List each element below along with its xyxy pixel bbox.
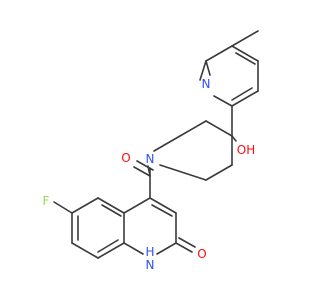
atom-labels: F O N OH N O H N xyxy=(43,77,256,272)
atom-label-hydroxyl: OH xyxy=(237,143,255,157)
molecule-diagram: F O N OH N O H N xyxy=(43,30,259,272)
bond xyxy=(97,239,119,253)
bond xyxy=(205,45,233,62)
atom-label-lactam-nh-hydrogen: H xyxy=(145,245,154,259)
bond xyxy=(231,135,237,142)
bond xyxy=(123,197,151,214)
bond xyxy=(151,204,173,217)
bond xyxy=(235,52,256,65)
atom-label-piperidine-nitrogen: N xyxy=(146,152,155,166)
bond xyxy=(71,197,99,214)
bond xyxy=(205,164,233,181)
bond xyxy=(199,60,207,81)
bond xyxy=(156,242,177,255)
bond xyxy=(231,90,259,107)
bond xyxy=(159,164,207,181)
bond xyxy=(178,237,196,248)
bond xyxy=(153,135,181,152)
bond xyxy=(149,197,177,214)
atom-label-lactam-nitrogen: N xyxy=(146,258,155,272)
bonds xyxy=(53,30,259,259)
bond xyxy=(205,120,233,137)
bond xyxy=(205,60,211,76)
bond xyxy=(179,120,207,137)
bond xyxy=(175,242,193,253)
bond xyxy=(53,201,73,214)
bond xyxy=(97,197,125,214)
bond xyxy=(101,204,122,217)
structure-canvas: F O N OH N O H N xyxy=(43,30,259,272)
bond xyxy=(213,95,233,107)
bond xyxy=(123,242,144,255)
atom-label-lactam-oxygen: O xyxy=(197,247,206,261)
atom-label-carbonyl-oxygen: O xyxy=(121,151,130,165)
bond xyxy=(97,242,125,259)
bond xyxy=(231,45,259,62)
atom-label-fluorine: F xyxy=(43,194,50,208)
bond xyxy=(71,242,99,259)
atom-label-pyridine-nitrogen: N xyxy=(202,77,211,91)
bond xyxy=(133,166,151,177)
bond xyxy=(231,30,259,47)
bond xyxy=(231,87,253,101)
